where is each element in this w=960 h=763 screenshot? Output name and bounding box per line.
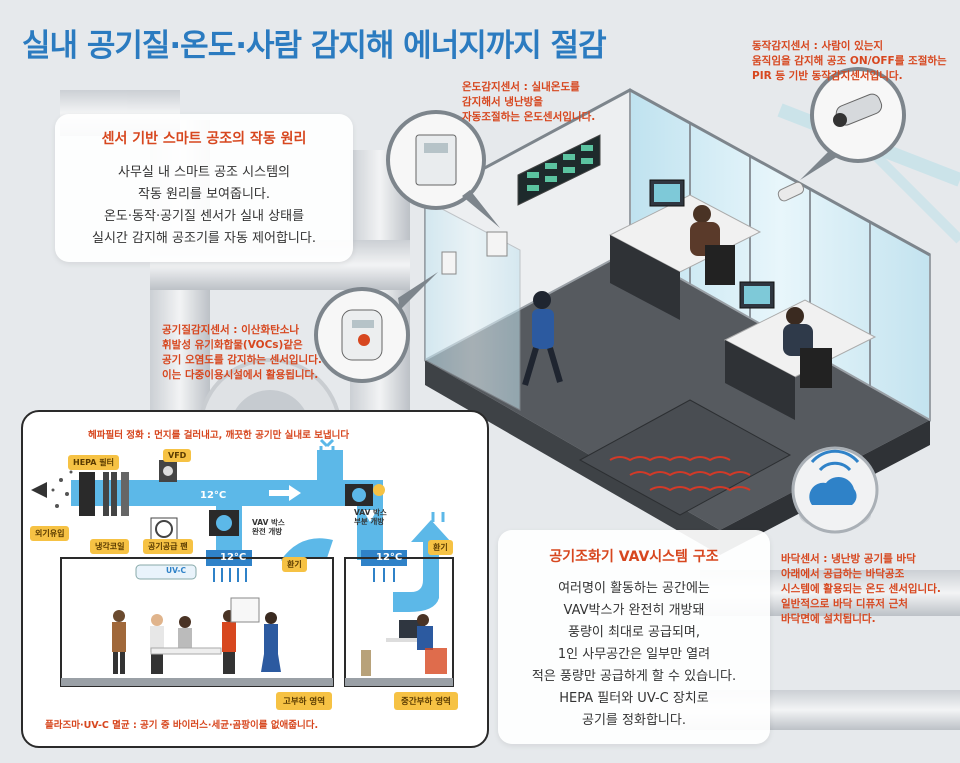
high-load-zone-label: 고부하 영역 bbox=[276, 692, 333, 710]
page-title: 실내 공기질·온도·사람 감지해 에너지까지 절감 bbox=[22, 28, 607, 64]
vav-line: 적은 풍량만 공급하게 할 수 있습니다. bbox=[531, 669, 737, 684]
vav-card: 공기조화기 VAV시스템 구조 여러명이 활동하는 공간에는 VAV박스가 완전… bbox=[498, 530, 770, 744]
floor-sensor-bubble bbox=[791, 446, 879, 534]
annotation-line: 온도감지센서 : 실내온도를 bbox=[462, 81, 580, 93]
ahu-diagram-art bbox=[31, 438, 454, 687]
outdoor-intake-label: 외기유입 bbox=[30, 526, 70, 541]
vav-card-title: 공기조화기 VAV시스템 구조 bbox=[549, 549, 719, 565]
annotation-line: 자동조절하는 온도센서입니다. bbox=[462, 111, 596, 123]
hepa-note: 헤파필터 정화 : 먼지를 걸러내고, 깨끗한 공기만 실내로 보냅니다 bbox=[88, 430, 350, 441]
annotation-line: 이는 다중이용시설에서 활용됩니다. bbox=[162, 369, 319, 381]
air-quality-sensor-bubble bbox=[314, 272, 438, 383]
motion-sensor-bubble bbox=[800, 67, 906, 180]
left-outlet-temp: 12°C bbox=[220, 552, 247, 563]
vav-full-label: VAV 박스 완전 개방 bbox=[252, 518, 285, 536]
office-worker-1 bbox=[690, 205, 735, 285]
vav-line: 공기를 정화합니다. bbox=[582, 713, 686, 728]
uvc-label: UV-C bbox=[166, 566, 186, 575]
exhaust-label-left: 환기 bbox=[282, 557, 307, 572]
annotation-line: 일반적으로 바닥 디퓨저 근처 bbox=[781, 598, 908, 610]
vav-line: 1인 사무공간은 일부만 열려 bbox=[557, 647, 711, 662]
principle-line: 온도·동작·공기질 센서가 실내 상태를 bbox=[103, 209, 305, 224]
right-outlet-temp: 12°C bbox=[376, 552, 403, 563]
principle-line: 실시간 감지해 공조기를 자동 제어합니다. bbox=[92, 231, 316, 246]
annotation-line: 움직임을 감지해 공조 ON/OFF를 조절하는 bbox=[752, 55, 947, 67]
annotation-line: 시스템에 활용되는 온도 센서입니다. bbox=[781, 583, 941, 595]
principle-card-title: 센서 기반 스마트 공조의 작동 원리 bbox=[101, 131, 307, 147]
annotation-line: 바닥면에 설치됩니다. bbox=[781, 613, 876, 625]
walking-person bbox=[522, 291, 563, 386]
annotation-line: 휘발성 유기화합물(VOCs)같은 bbox=[162, 339, 303, 351]
principle-line: 사무실 내 스마트 공조 시스템의 bbox=[117, 165, 290, 180]
high-load-floor bbox=[61, 678, 333, 686]
annotation-line: 동작감지센서 : 사람이 있는지 bbox=[752, 40, 884, 52]
annotation-line: 감지해서 냉난방을 bbox=[462, 96, 543, 108]
single-worker bbox=[361, 614, 447, 676]
vav-box-left bbox=[209, 510, 239, 536]
vav-line: 여러명이 활동하는 공간에는 bbox=[558, 581, 710, 596]
meeting-people bbox=[112, 597, 281, 674]
annotation-line: 바닥센서 : 냉난방 공기를 바닥 bbox=[781, 553, 916, 565]
vav-line: 풍량이 최대로 공급되며, bbox=[568, 625, 700, 640]
vav-line: HEPA 필터와 UV-C 장치로 bbox=[559, 691, 709, 706]
uvc-lamp bbox=[135, 564, 197, 580]
annotation-line: 아래에서 공급하는 바닥공조 bbox=[781, 568, 905, 580]
mid-load-zone-label: 중간부하 영역 bbox=[394, 692, 458, 710]
annotation-line: PIR 등 기반 동작감지센서입니다. bbox=[752, 70, 903, 82]
supply-fan bbox=[150, 460, 178, 541]
principle-card: 센서 기반 스마트 공조의 작동 원리 사무실 내 스마트 공조 시스템의 작동… bbox=[55, 114, 353, 262]
vav-line: VAV박스가 완전히 개방돼 bbox=[563, 603, 705, 618]
air-quality-sensor-annotation: 공기질감지센서 : 이산화탄소나 휘발성 유기화합물(VOCs)같은 공기 오염… bbox=[162, 323, 322, 383]
plasma-note: 플라즈마·UV-C 멸균 : 공기 중 바이러스·세균·곰팡이를 없애줍니다. bbox=[45, 720, 319, 731]
exhaust-label-right: 환기 bbox=[428, 540, 453, 555]
mid-load-floor bbox=[345, 678, 453, 686]
cooling-coil-label: 냉각코일 bbox=[90, 539, 130, 554]
vfd-label: VFD bbox=[163, 449, 192, 462]
hepa-filter-unit bbox=[31, 470, 129, 516]
vav-box-right bbox=[345, 484, 385, 506]
supply-fan-label: 공기공급 팬 bbox=[143, 539, 193, 554]
hepa-filter-label: HEPA 필터 bbox=[68, 455, 119, 470]
motion-sensor-annotation: 동작감지센서 : 사람이 있는지 움직임을 감지해 공조 ON/OFF를 조절하… bbox=[752, 39, 947, 84]
exhaust-icon bbox=[319, 438, 445, 522]
main-duct-temp: 12°C bbox=[200, 490, 227, 501]
high-load-room bbox=[60, 557, 334, 687]
vav-partial-label: VAV 박스 부분 개방 bbox=[354, 508, 387, 526]
flow-arrows bbox=[269, 485, 377, 522]
principle-line: 작동 원리를 보여줍니다. bbox=[138, 187, 270, 202]
supply-arrows bbox=[213, 568, 395, 582]
temperature-sensor-annotation: 온도감지센서 : 실내온도를 감지해서 냉난방을 자동조절하는 온도센서입니다. bbox=[462, 80, 595, 125]
floor-sensor-annotation: 바닥센서 : 냉난방 공기를 바닥 아래에서 공급하는 바닥공조 시스템에 활용… bbox=[781, 552, 941, 627]
annotation-line: 공기질감지센서 : 이산화탄소나 bbox=[162, 324, 300, 336]
office-worker-2 bbox=[783, 307, 832, 388]
annotation-line: 공기 오염도를 감지하는 센서입니다. bbox=[162, 354, 322, 366]
temperature-sensor-bubble bbox=[386, 110, 500, 228]
